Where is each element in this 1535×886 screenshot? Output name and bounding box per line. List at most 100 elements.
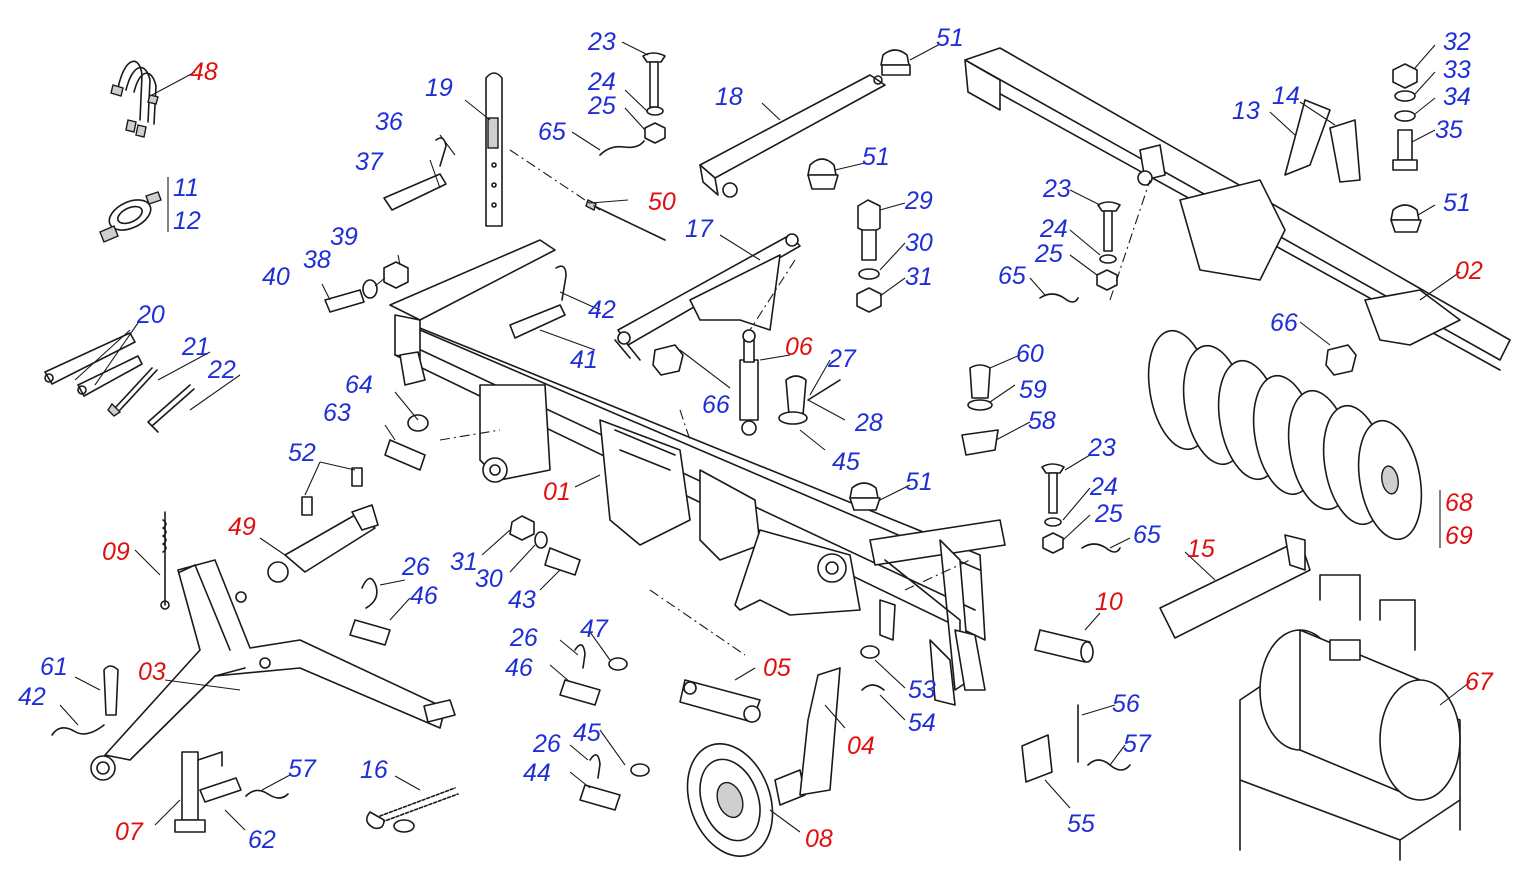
callout-label: 53 <box>908 676 936 704</box>
r-clip-drawing <box>245 789 289 799</box>
callout-label: 10 <box>1095 588 1123 616</box>
callout-label: 49 <box>228 513 256 541</box>
callout-label: 43 <box>508 586 536 614</box>
callout-label: 31 <box>450 548 478 576</box>
bracket-13-drawing <box>1284 99 1331 176</box>
safety-chain-drawing <box>366 787 459 833</box>
turnbuckle-drawing <box>591 204 666 241</box>
callout-label: 29 <box>904 187 933 215</box>
clip-26-left-drawing <box>361 577 378 609</box>
lift-pin-drawing <box>509 304 566 339</box>
callout-label: 51 <box>1443 189 1471 217</box>
callout-label: 45 <box>832 448 860 476</box>
part-drawings <box>44 47 1511 861</box>
callout-label: 19 <box>425 74 453 102</box>
callout-label: 06 <box>785 333 813 361</box>
callout-label: 23 <box>587 28 616 56</box>
callout-label: 38 <box>303 246 331 274</box>
callout-label: 30 <box>475 565 503 593</box>
callout-label: 64 <box>345 371 373 399</box>
pivot-pin-63-drawing <box>384 439 426 471</box>
callout-label: 25 <box>587 92 616 120</box>
callout-label: 44 <box>523 759 551 787</box>
callout-label: 52 <box>288 439 316 467</box>
hose-clamp-drawing <box>99 177 169 243</box>
callout-label: 16 <box>360 756 388 784</box>
callout-label: 41 <box>570 346 598 374</box>
pin-washer-set-right-drawing <box>1039 201 1121 303</box>
callout-label: 23 <box>1042 175 1071 203</box>
callout-label: 17 <box>685 215 714 243</box>
main-cylinder-drawing <box>267 467 379 583</box>
tank-unit-drawing <box>1239 574 1461 861</box>
mast-bar-drawing <box>485 72 503 227</box>
callout-label: 67 <box>1465 668 1494 696</box>
depth-cylinder-drawing <box>739 329 759 436</box>
callout-label: 08 <box>805 825 833 853</box>
callout-label: 60 <box>1016 340 1044 368</box>
callout-label: 42 <box>18 683 46 711</box>
callout-label: 26 <box>532 730 561 758</box>
callout-label: 68 <box>1445 489 1473 517</box>
callout-label: 15 <box>1187 535 1215 563</box>
callout-label: 39 <box>330 223 358 251</box>
callout-label: 36 <box>375 108 403 136</box>
callout-label: 35 <box>1435 116 1463 144</box>
caps-drawing <box>652 344 1357 376</box>
callout-label: 24 <box>1039 215 1068 243</box>
callout-label: 66 <box>1270 309 1298 337</box>
callout-label: 45 <box>573 719 601 747</box>
safety-chain-hanger-drawing <box>162 511 167 606</box>
callout-label: 20 <box>136 301 165 329</box>
callout-labels: 48 11 12 20 21 22 19 36 37 39 40 38 42 4… <box>18 24 1494 854</box>
callout-label: 22 <box>207 356 236 384</box>
callout-label: 04 <box>847 732 875 760</box>
bolt-29-set-drawing <box>856 199 882 313</box>
wheel-cylinder-drawing <box>679 679 761 723</box>
callout-label: 46 <box>410 582 438 610</box>
callout-label: 57 <box>288 755 317 783</box>
rear-frame-drawing <box>964 47 1511 371</box>
callout-label: 51 <box>905 468 933 496</box>
callout-label: 12 <box>173 207 201 235</box>
callout-label: 11 <box>173 174 199 202</box>
callout-label: 26 <box>509 624 538 652</box>
callout-label: 62 <box>248 826 276 854</box>
callout-label: 26 <box>401 553 430 581</box>
bolt-43-set-drawing <box>509 515 535 541</box>
callout-label: 40 <box>262 263 290 291</box>
hydraulic-hoses-drawing <box>110 60 159 138</box>
callout-label: 13 <box>1232 97 1260 125</box>
callout-label: 30 <box>905 229 933 257</box>
callout-label: 24 <box>587 68 616 96</box>
callout-label: 05 <box>763 654 791 682</box>
callout-label: 07 <box>115 818 144 846</box>
gauge-wheel-drawing <box>686 743 806 857</box>
callout-label: 66 <box>702 391 730 419</box>
callout-label: 28 <box>854 409 883 437</box>
leader-lines <box>59 41 1471 833</box>
disc-roller-drawing <box>1147 329 1441 548</box>
callout-label: 63 <box>323 399 351 427</box>
callout-label: 14 <box>1272 82 1300 110</box>
callout-label: 50 <box>648 188 676 216</box>
bolt-60-set-drawing <box>961 364 999 456</box>
hitch-frame-drawing <box>90 559 456 781</box>
callout-label: 54 <box>908 709 936 737</box>
callout-label: 65 <box>538 118 566 146</box>
callout-label: 02 <box>1455 257 1483 285</box>
block-55-drawing <box>1021 734 1053 783</box>
mast-pin-drawing <box>383 173 447 211</box>
callout-label: 56 <box>1112 690 1140 718</box>
rear-hitch-bracket-drawing <box>1159 539 1311 639</box>
lift-arm-drawing <box>614 233 801 361</box>
callout-label: 27 <box>827 345 857 373</box>
callout-label: 65 <box>1133 521 1161 549</box>
callout-label: 59 <box>1019 376 1047 404</box>
callout-label: 21 <box>181 333 210 361</box>
callout-label: 34 <box>1443 83 1471 111</box>
callout-label: 18 <box>715 83 743 111</box>
cylinder-pin-set-drawing <box>785 375 807 416</box>
pin-washer-set-top-drawing <box>599 52 666 156</box>
